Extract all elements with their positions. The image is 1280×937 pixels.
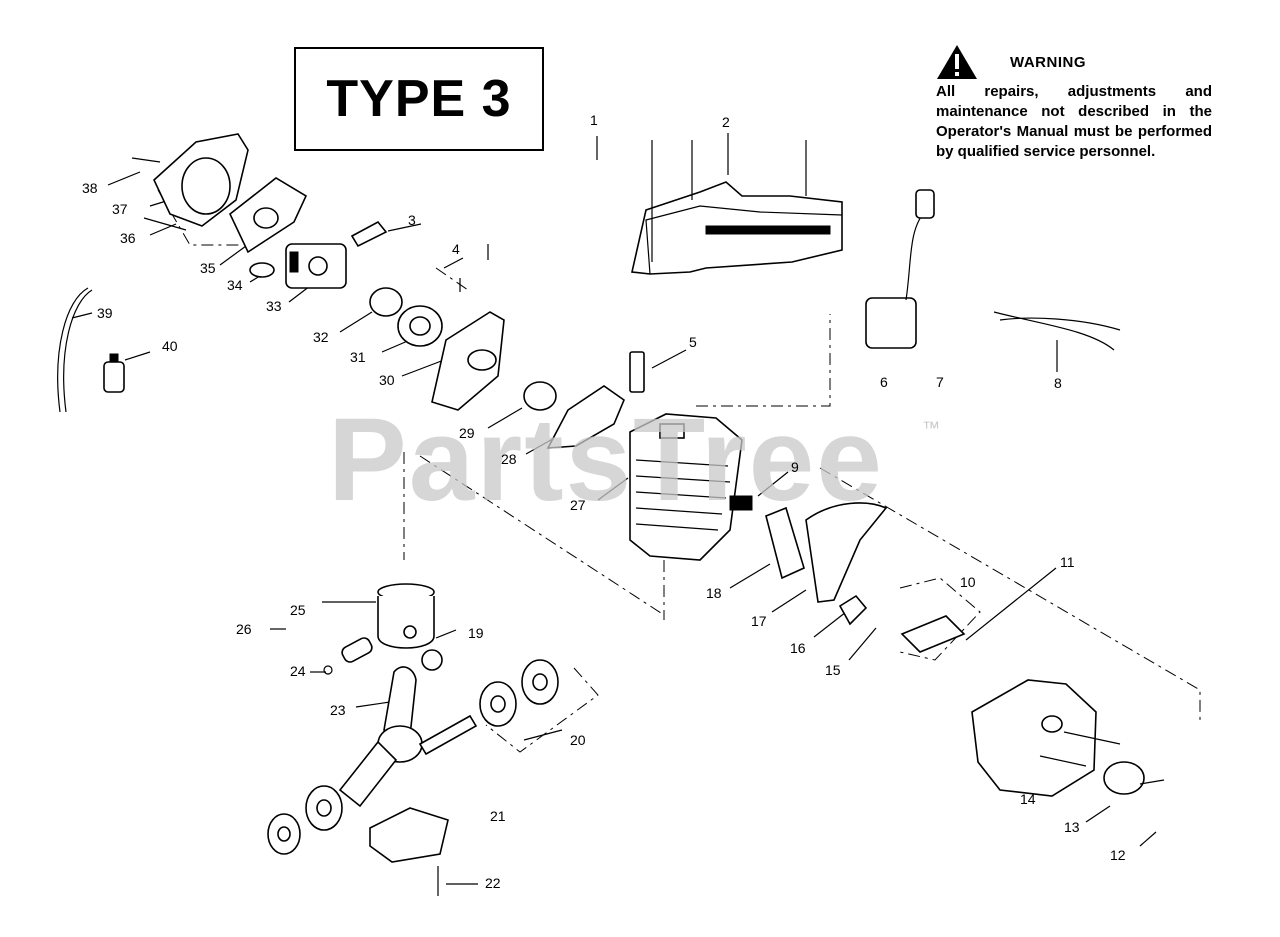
trademark-symbol: ™ — [922, 418, 940, 438]
part-number-label: 6 — [880, 374, 888, 390]
part-number-label: 38 — [82, 180, 98, 196]
part-number-label: 24 — [290, 663, 306, 679]
part-number-label: 3 — [408, 212, 416, 228]
part-number-label: 32 — [313, 329, 329, 345]
part-number-label: 7 — [936, 374, 944, 390]
part-number-label: 16 — [790, 640, 806, 656]
part-number-label: 11 — [1060, 554, 1075, 570]
part-number-label: 30 — [379, 372, 395, 388]
part-number-label: 13 — [1064, 819, 1080, 835]
part-number-label: 9 — [791, 459, 799, 475]
part-number-label: 23 — [330, 702, 346, 718]
part-number-label: 37 — [112, 201, 128, 217]
part-number-label: 34 — [227, 277, 243, 293]
part-number-label: 5 — [689, 334, 697, 350]
part-number-label: 28 — [501, 451, 517, 467]
part-number-label: 8 — [1054, 375, 1062, 391]
part-number-label: 26 — [236, 621, 252, 637]
warning-icon — [937, 45, 977, 79]
part-number-label: 22 — [485, 875, 501, 891]
part-number-label: 1 — [590, 112, 598, 128]
part-number-label: 2 — [722, 114, 730, 130]
part-number-label: 12 — [1110, 847, 1126, 863]
part-number-label: 4 — [452, 241, 460, 257]
part-number-label: 40 — [162, 338, 178, 354]
type-box: TYPE 3 — [294, 47, 544, 151]
part-number-label: 10 — [960, 574, 976, 590]
part-number-label: 39 — [97, 305, 113, 321]
part-number-label: 20 — [570, 732, 586, 748]
warning-text: All repairs, adjustments and maintenance… — [936, 83, 1212, 160]
part-number-label: 17 — [751, 613, 767, 629]
part-number-label: 27 — [570, 497, 586, 513]
type-label: TYPE 3 — [326, 70, 512, 128]
part-number-label: 15 — [825, 662, 841, 678]
part-number-label: 25 — [290, 602, 306, 618]
part-number-label: 31 — [350, 349, 366, 365]
part-number-label: 35 — [200, 260, 216, 276]
part-number-label: 36 — [120, 230, 136, 246]
part-number-label: 18 — [706, 585, 722, 601]
watermark: PartsTree — [328, 394, 884, 526]
part-number-label: 19 — [468, 625, 484, 641]
warning-notice: WARNING All repairs, adjustments and mai… — [936, 44, 1212, 162]
part-number-label: 21 — [490, 808, 506, 824]
warning-title: WARNING — [1010, 53, 1086, 71]
part-number-label: 29 — [459, 425, 475, 441]
part-number-label: 33 — [266, 298, 282, 314]
part-number-label: 14 — [1020, 791, 1036, 807]
